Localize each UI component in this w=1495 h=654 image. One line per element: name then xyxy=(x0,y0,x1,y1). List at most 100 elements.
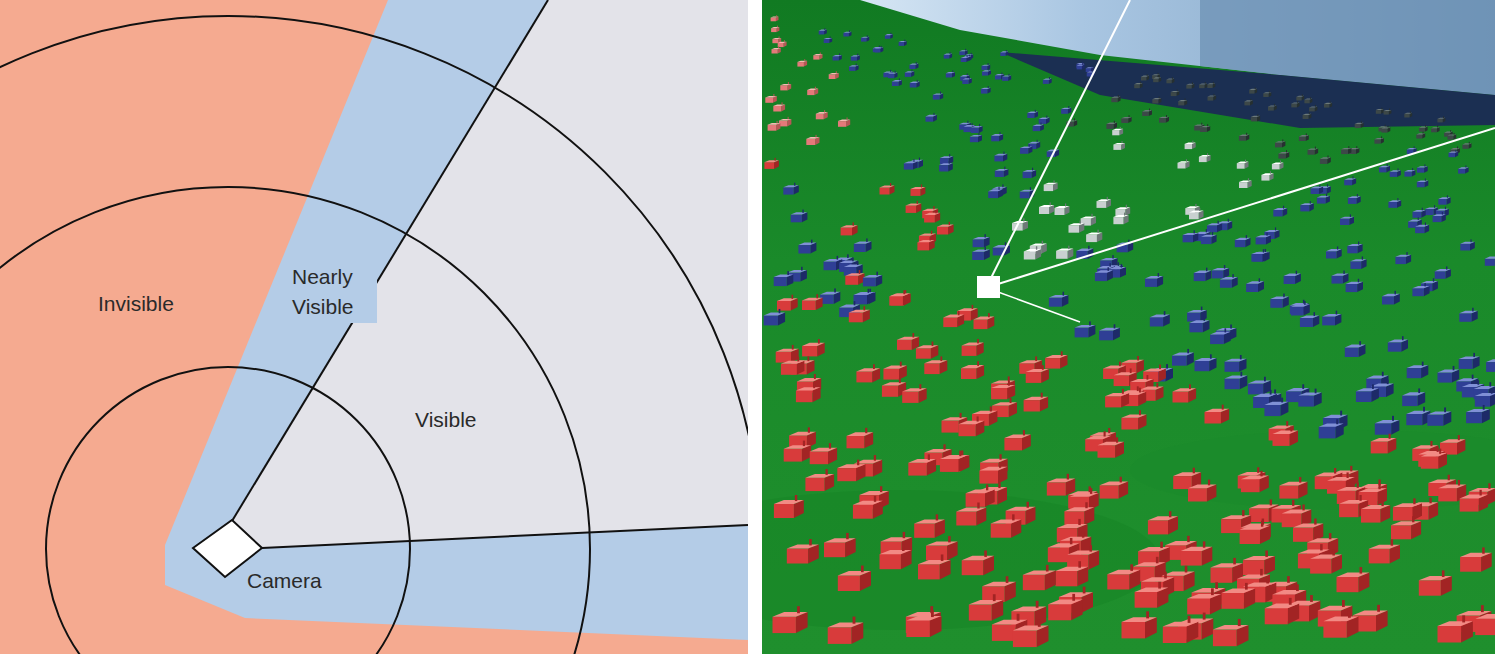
house xyxy=(988,187,1003,198)
house-roof xyxy=(1173,472,1201,476)
house xyxy=(1460,239,1475,250)
house-roof xyxy=(1272,505,1301,509)
house-chimney xyxy=(1437,126,1438,128)
house-front xyxy=(1237,163,1245,169)
house-front xyxy=(1004,438,1022,450)
house-chimney xyxy=(1402,336,1404,340)
house xyxy=(1458,166,1469,174)
house xyxy=(1462,142,1471,149)
house xyxy=(1004,430,1030,450)
house-roof xyxy=(1130,379,1153,382)
house-roof xyxy=(972,250,990,252)
house-chimney xyxy=(1423,132,1424,134)
house-chimney xyxy=(847,117,848,119)
house-roof xyxy=(1207,223,1222,225)
house-chimney xyxy=(1120,127,1121,129)
house-front xyxy=(1296,97,1301,101)
house-chimney xyxy=(834,288,836,292)
house-roof xyxy=(839,261,858,264)
house-chimney xyxy=(1046,116,1047,118)
house xyxy=(943,311,964,327)
house-roof xyxy=(1076,249,1093,251)
house-chimney xyxy=(807,356,809,361)
house-chimney xyxy=(1248,178,1249,181)
house xyxy=(771,26,779,32)
house-chimney xyxy=(1097,230,1098,233)
house-roof xyxy=(859,491,888,495)
house-roof xyxy=(806,137,819,139)
house-chimney xyxy=(967,121,968,123)
house-chimney xyxy=(1446,266,1447,269)
house xyxy=(764,309,785,325)
house-chimney xyxy=(984,247,985,251)
house-front xyxy=(1273,434,1290,446)
house-front xyxy=(1199,85,1204,89)
house-front xyxy=(1033,126,1040,131)
house-chimney xyxy=(816,294,818,298)
house-chimney xyxy=(1425,178,1426,180)
house-chimney xyxy=(1023,430,1025,435)
house-chimney xyxy=(1455,150,1456,152)
house xyxy=(1153,76,1161,82)
house-chimney xyxy=(1260,471,1262,477)
house-roof xyxy=(1384,110,1392,111)
house xyxy=(1264,398,1288,416)
house-front xyxy=(1270,299,1282,308)
house xyxy=(771,15,779,21)
house-roof xyxy=(1027,112,1038,113)
house-roof xyxy=(1000,51,1008,52)
house-chimney xyxy=(1030,187,1031,190)
house-chimney xyxy=(959,451,961,457)
house-roof xyxy=(863,275,882,278)
house xyxy=(1356,384,1379,402)
house-roof xyxy=(1450,148,1460,149)
house xyxy=(1273,206,1287,217)
house-roof xyxy=(1291,102,1299,103)
house-front xyxy=(1375,423,1391,435)
house-roof xyxy=(1108,267,1126,269)
house-chimney xyxy=(988,63,989,65)
house-roof xyxy=(1402,392,1425,395)
house xyxy=(911,184,926,195)
house-front xyxy=(854,295,867,304)
house-chimney xyxy=(1350,214,1351,217)
house xyxy=(1086,66,1094,72)
house-chimney xyxy=(1091,66,1092,68)
house-front xyxy=(1194,126,1201,131)
house-chimney xyxy=(839,53,840,55)
house-front xyxy=(1225,379,1240,390)
house-chimney xyxy=(1328,155,1329,157)
house xyxy=(937,222,954,235)
house-chimney xyxy=(936,514,938,520)
house-roof xyxy=(940,455,968,459)
house-roof xyxy=(1187,310,1207,313)
house-roof xyxy=(1208,95,1217,96)
house-chimney xyxy=(787,271,789,275)
house-chimney xyxy=(779,36,780,38)
house-roof xyxy=(1235,238,1251,240)
house-chimney xyxy=(1422,362,1424,366)
house-roof xyxy=(980,459,1008,463)
house xyxy=(1188,480,1216,502)
house-roof xyxy=(1341,148,1351,149)
house xyxy=(1075,321,1096,337)
house-front xyxy=(1027,113,1034,118)
house xyxy=(1239,133,1249,141)
house-front xyxy=(819,31,824,35)
house-chimney xyxy=(1169,511,1171,517)
house-front xyxy=(1199,157,1207,162)
house-roof xyxy=(1249,89,1257,90)
house-chimney xyxy=(791,295,793,299)
house-front xyxy=(781,364,797,375)
house-roof xyxy=(962,78,972,79)
house-front xyxy=(1205,412,1221,424)
house-roof xyxy=(1428,479,1456,483)
house xyxy=(939,161,953,171)
house-front xyxy=(772,39,778,43)
house-roof xyxy=(1251,252,1267,254)
house-chimney xyxy=(1107,267,1108,271)
house-front xyxy=(1264,405,1280,416)
house-roof xyxy=(771,17,779,18)
house xyxy=(981,86,991,94)
house-chimney xyxy=(1381,136,1382,138)
